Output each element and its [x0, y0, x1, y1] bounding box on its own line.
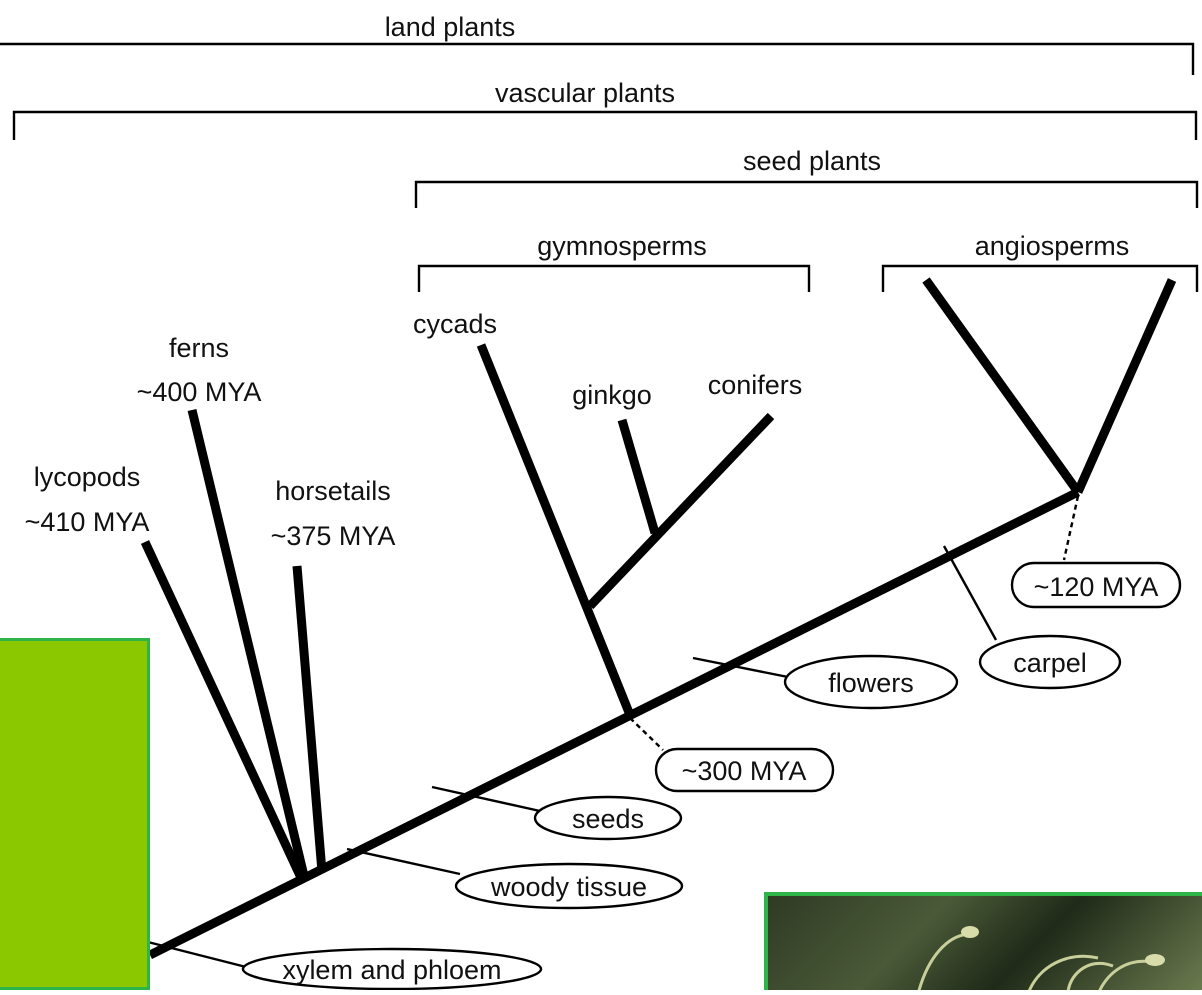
label-woody-tissue: woody tissue — [490, 872, 647, 902]
label-lycopods: lycopods — [34, 462, 141, 492]
branch-angiosperm-left — [926, 280, 1078, 492]
trait-seeds: seeds — [432, 787, 681, 839]
label-land-plants: land plants — [385, 12, 516, 42]
label-ferns-age: ~400 MYA — [137, 377, 262, 407]
trait-woody-tissue: woody tissue — [347, 849, 682, 908]
label-angiosperms: angiosperms — [975, 231, 1130, 261]
branch-lycopods — [145, 542, 303, 882]
label-300-mya: ~300 MYA — [682, 756, 807, 786]
green-overlay-panel — [0, 638, 150, 990]
trait-xylem-and-phloem: xylem and phloem — [140, 940, 541, 989]
label-120-mya: ~120 MYA — [1034, 572, 1159, 602]
bracket-gymnosperms: gymnosperms — [419, 231, 809, 292]
label-gymnosperms: gymnosperms — [537, 231, 707, 261]
label-horsetails: horsetails — [275, 476, 391, 506]
moss-sporophyte-image — [768, 896, 1202, 990]
label-vascular-plants: vascular plants — [495, 78, 675, 108]
bracket-vascular-plants: vascular plants — [14, 78, 1196, 140]
label-ferns: ferns — [169, 333, 229, 363]
bracket-seed-plants: seed plants — [416, 146, 1197, 208]
label-seeds: seeds — [572, 804, 644, 834]
branch-horsetails — [297, 566, 322, 872]
plant-photo-thumbnail — [764, 892, 1202, 990]
label-horsetails-age: ~375 MYA — [271, 521, 396, 551]
label-cycads: cycads — [413, 309, 497, 339]
label-flowers: flowers — [828, 668, 914, 698]
label-ginkgo: ginkgo — [572, 380, 652, 410]
bracket-land-plants: land plants — [0, 12, 1193, 75]
label-carpel: carpel — [1013, 648, 1087, 678]
branch-conifers — [590, 416, 771, 606]
label-seed-plants: seed plants — [743, 146, 881, 176]
date-300-mya: ~300 MYA — [630, 718, 833, 791]
branch-ginkgo — [622, 420, 655, 533]
label-lycopods-age: ~410 MYA — [25, 507, 150, 537]
label-conifers: conifers — [708, 370, 803, 400]
label-xylem-and-phloem: xylem and phloem — [282, 955, 501, 985]
branch-angiosperm-right — [1078, 280, 1172, 492]
